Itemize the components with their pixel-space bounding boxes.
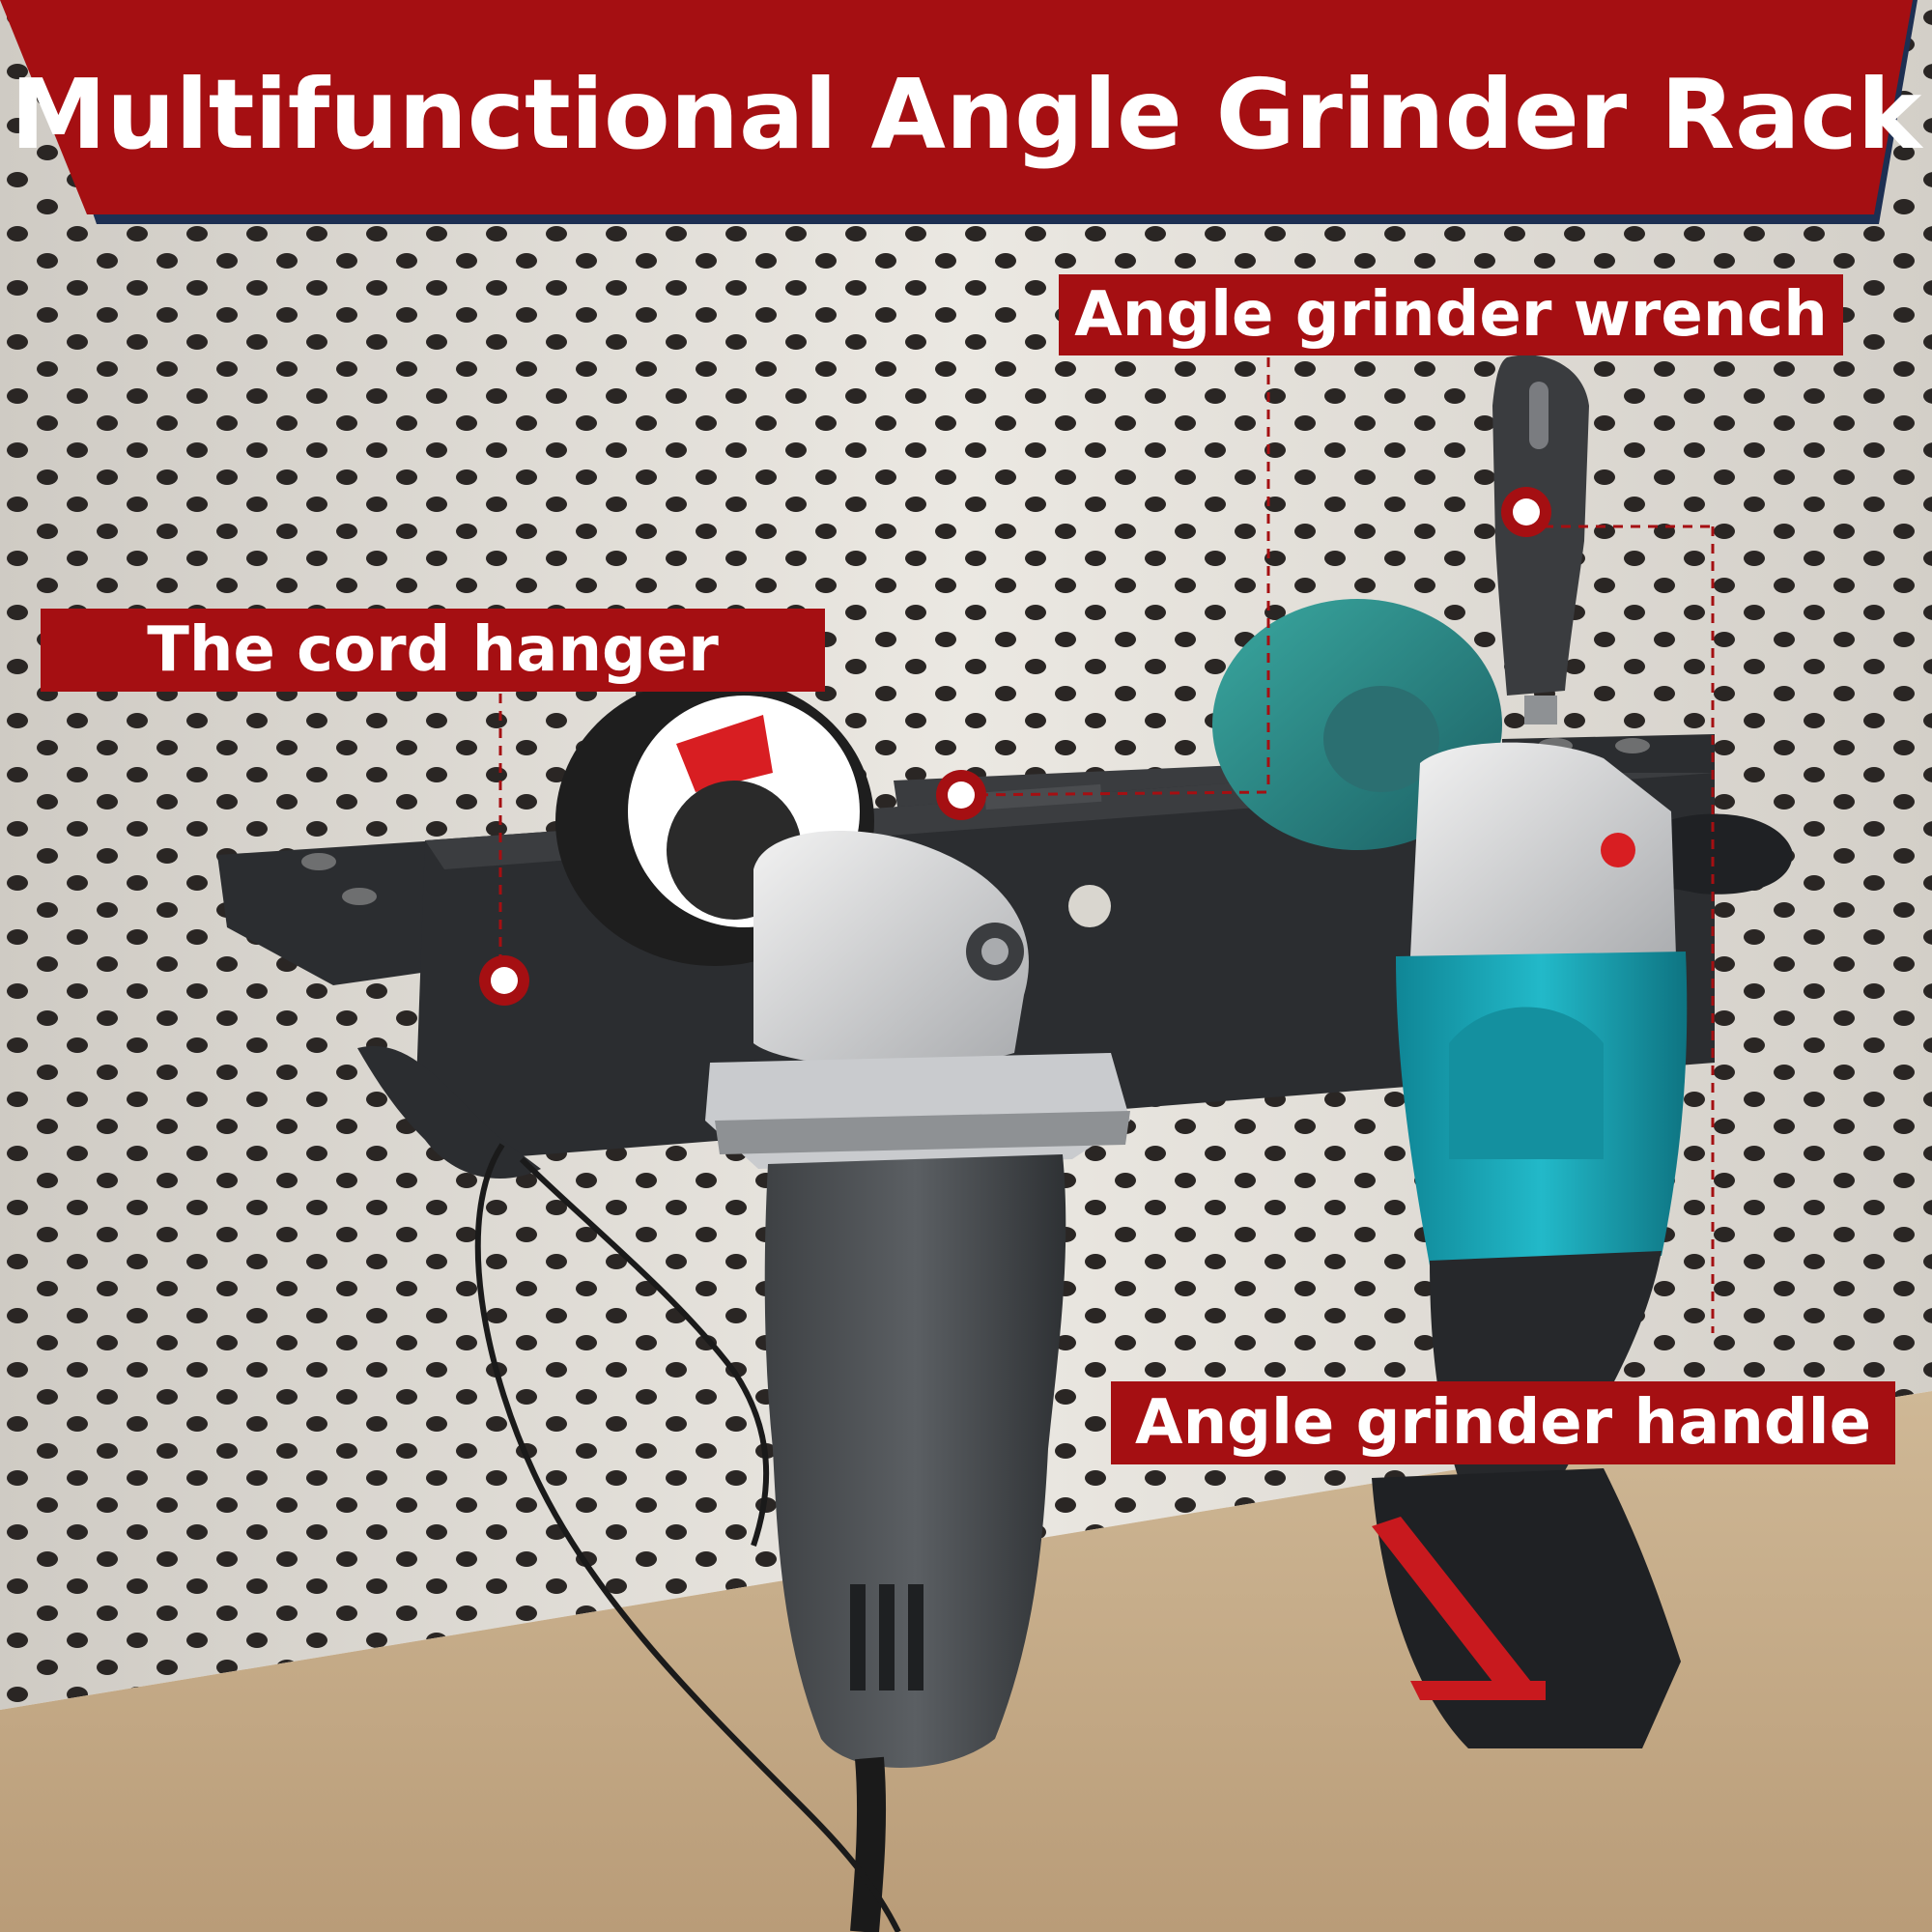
callout-angle-grinder-wrench: Angle grinder wrench [1059,274,1843,355]
title-banner [0,0,1918,224]
leader-lines [498,357,1715,1333]
callout-angle-grinder-handle: Angle grinder handle [1111,1381,1895,1464]
corded-angle-grinder [705,831,1130,1932]
marker-dot [936,770,986,820]
marker-dot [1501,487,1551,537]
power-cord [474,1143,901,1932]
power-cord [519,1156,770,1547]
page-title: Multifunctional Angle Grinder Rack [10,57,1922,171]
callout-cord-hanger: The cord hanger [41,609,825,692]
cordless-angle-grinder [1372,742,1793,1748]
marker-dot [479,955,529,1006]
